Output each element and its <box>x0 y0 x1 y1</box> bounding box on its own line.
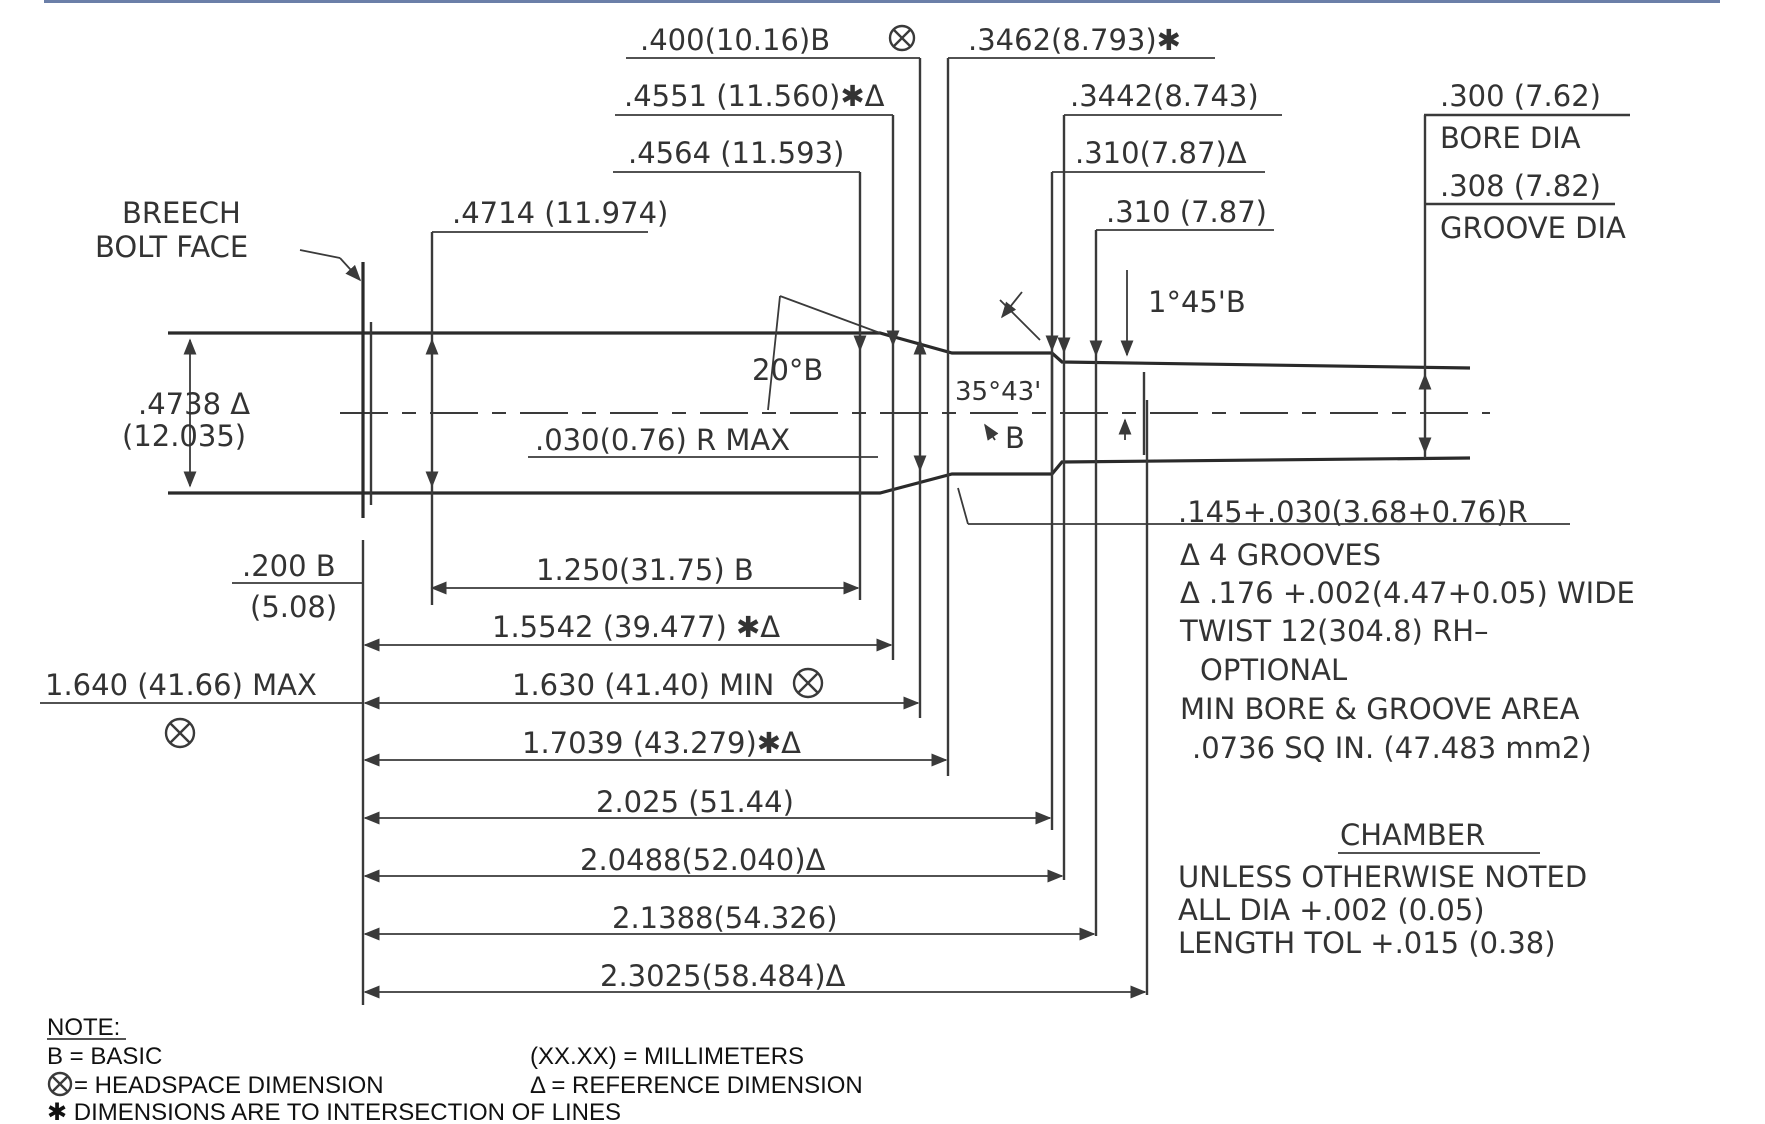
angle-3543: 35°43' <box>955 377 1041 407</box>
len-2025: 2.025 (51.44) <box>596 785 794 819</box>
len-200-mm: (5.08) <box>250 590 337 624</box>
dim-4551: .4551 (11.560)✱Δ <box>624 79 885 113</box>
note-intersection: ✱ DIMENSIONS ARE TO INTERSECTION OF LINE… <box>47 1099 621 1124</box>
extension-lines <box>361 58 1630 1005</box>
chamber-tolerance: CHAMBER UNLESS OTHERWISE NOTED ALL DIA +… <box>1178 818 1587 960</box>
dimension-labels: BREECH BOLT FACE .4714 (11.974) .4564 (1… <box>45 23 1626 993</box>
crossed-circle-icon <box>47 1071 73 1097</box>
label-underlines <box>40 57 1570 704</box>
chamber-title: CHAMBER <box>1340 818 1485 852</box>
chamber-profile <box>168 262 1490 518</box>
notes-block: NOTE: B = BASIC (XX.XX) = MILLIMETERS = … <box>47 1014 863 1124</box>
bore-dia-label: BORE DIA <box>1440 121 1581 155</box>
length-dimension-lines <box>363 581 1147 999</box>
note-title: NOTE: <box>47 1014 120 1041</box>
dim-4564: .4564 (11.593) <box>628 136 844 170</box>
spec-line-4: OPTIONAL <box>1200 653 1347 687</box>
len-1630: 1.630 (41.40) MIN <box>512 668 774 702</box>
note-headspace: = HEADSPACE DIMENSION <box>74 1072 384 1099</box>
spec-line-5: MIN BORE & GROOVE AREA <box>1180 692 1580 726</box>
dim-400: .400(10.16)B <box>640 23 830 57</box>
spec-line-6: .0736 SQ IN. (47.483 mm2) <box>1192 731 1592 765</box>
crossed-circle-icon <box>888 24 916 52</box>
top-border <box>44 0 1720 3</box>
len-1640: 1.640 (41.66) MAX <box>45 668 317 702</box>
len-23025: 2.3025(58.484)Δ <box>600 959 846 993</box>
len-200: .200 B <box>242 549 336 583</box>
spec-line-3: TWIST 12(304.8) RH– <box>1179 614 1489 648</box>
dia-4738: .4738 Δ <box>138 387 250 421</box>
groove-dia-label: GROOVE DIA <box>1440 211 1626 245</box>
dim-310b: .310 (7.87) <box>1106 195 1267 229</box>
dim-310a: .310(7.87)Δ <box>1075 136 1247 170</box>
basic-b-mark: B <box>1005 421 1025 455</box>
note-millimeters: (XX.XX) = MILLIMETERS <box>530 1043 804 1070</box>
len-1250: 1.250(31.75) B <box>536 553 754 587</box>
len-20488: 2.0488(52.040)Δ <box>580 843 826 877</box>
note-reference: Δ = REFERENCE DIMENSION <box>530 1072 863 1099</box>
breech-label-1: BREECH <box>122 196 241 230</box>
len-15542: 1.5542 (39.477) ✱Δ <box>492 610 780 644</box>
groove-dia-value: .308 (7.82) <box>1440 169 1601 203</box>
spec-line-2: Δ .176 +.002(4.47+0.05) WIDE <box>1180 576 1635 610</box>
dim-4714: .4714 (11.974) <box>452 196 668 230</box>
dim-3462: .3462(8.793)✱ <box>968 23 1181 57</box>
len-21388: 2.1388(54.326) <box>612 901 838 935</box>
radius-030: .030(0.76) R MAX <box>535 423 790 457</box>
angle-145: 1°45'B <box>1148 285 1246 319</box>
bore-dia-value: .300 (7.62) <box>1440 79 1601 113</box>
spec-line-1: Δ 4 GROOVES <box>1180 538 1381 572</box>
profile-arrows <box>183 249 1432 488</box>
breech-label-2: BOLT FACE <box>95 230 248 264</box>
crossed-circle-icon <box>164 717 196 749</box>
dim-3442: .3442(8.743) <box>1070 79 1259 113</box>
chamber-line-2: ALL DIA +.002 (0.05) <box>1178 893 1485 927</box>
chamber-line-3: LENGTH TOL +.015 (0.38) <box>1178 926 1556 960</box>
dia-4738-mm: (12.035) <box>122 419 246 453</box>
rifling-spec: Δ 4 GROOVES Δ .176 +.002(4.47+0.05) WIDE… <box>1179 538 1635 765</box>
note-basic: B = BASIC <box>47 1043 162 1070</box>
chamber-line-1: UNLESS OTHERWISE NOTED <box>1178 860 1587 894</box>
angle-20: 20°B <box>752 353 823 387</box>
len-17039: 1.7039 (43.279)✱Δ <box>522 726 801 760</box>
radius-145: .145+.030(3.68+0.76)R <box>1178 495 1528 529</box>
crossed-circle-icon <box>792 667 824 699</box>
